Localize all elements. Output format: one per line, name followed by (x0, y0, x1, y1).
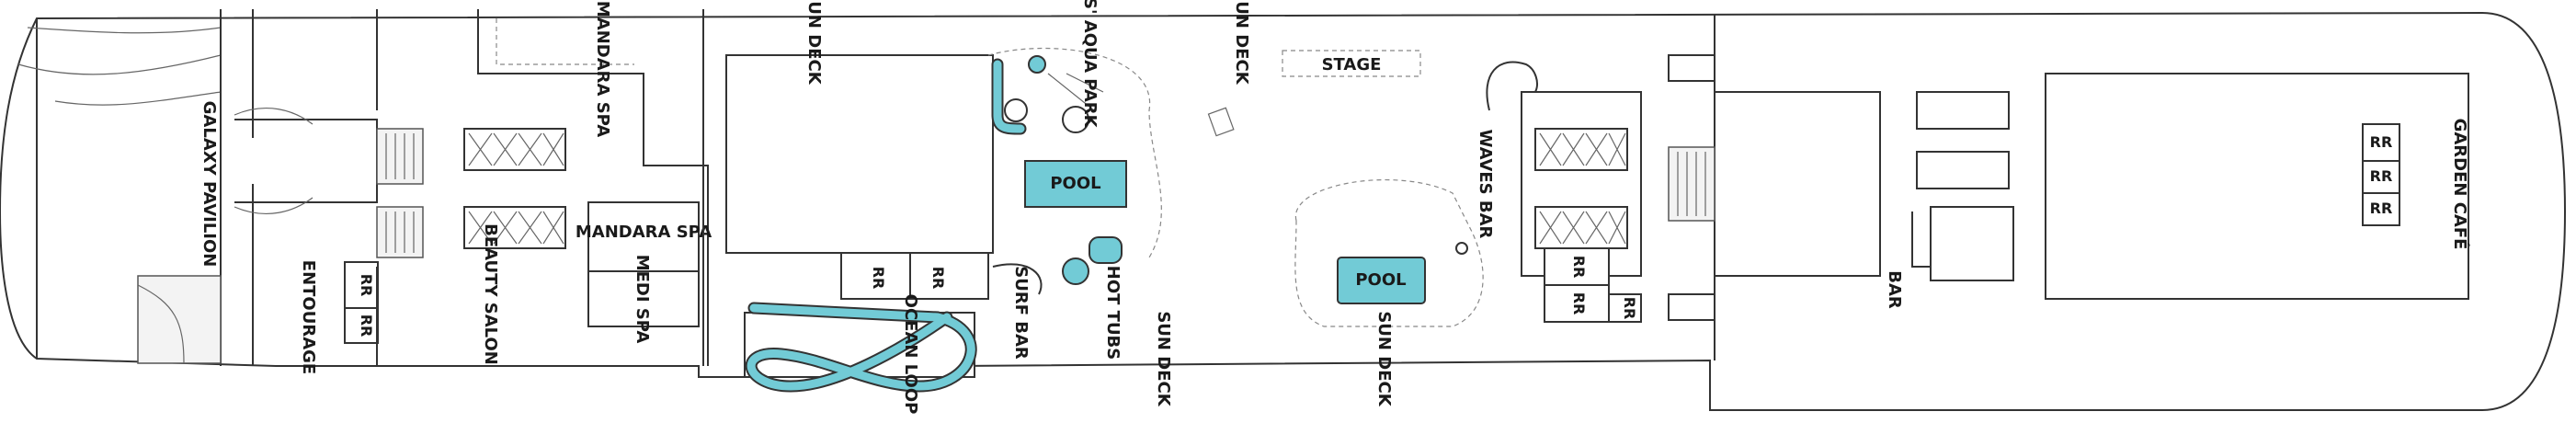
rr-box (1608, 293, 1642, 323)
pool-2-feature (1455, 242, 1468, 255)
ocean-loop-slide (747, 303, 975, 391)
hot-tub (1062, 257, 1089, 285)
elevator-bank (1534, 128, 1628, 171)
rr-label: RR (929, 267, 947, 290)
deck-curve (17, 54, 222, 75)
rr-box (840, 252, 911, 300)
beauty-salon-label: BEAUTY SALON (481, 223, 500, 365)
surf-bar-label: SURF BAR (1011, 266, 1031, 360)
waves-bar-counter (1486, 61, 1538, 111)
garden-cafe-label: GARDEN CAFÉ (2450, 119, 2470, 250)
buffet-station (1916, 151, 2010, 189)
rr-box (2362, 192, 2400, 226)
sun-deck-label-4: SUN DECK (1374, 311, 1394, 406)
entourage-room (137, 275, 222, 364)
galaxy-pavilion-label: GALAXY PAVILION (199, 101, 219, 268)
medi-spa-label: MEDI SPA (633, 255, 652, 344)
pool-1-label: POOL (1050, 174, 1100, 193)
elevator-bank (463, 128, 566, 171)
spa-dashed (496, 18, 634, 65)
hot-tub (1089, 236, 1123, 264)
stairs (1668, 146, 1715, 222)
pool-2-deck (1294, 179, 1484, 327)
rr-label: RR (1570, 292, 1588, 315)
kids-feature (1062, 106, 1089, 133)
ocean-loop-label: OCEAN LOOP (901, 294, 920, 415)
pool-2-label: POOL (1355, 270, 1406, 290)
bar-label: BAR (1885, 270, 1904, 309)
rr-box (1544, 284, 1610, 323)
rr-label: RR (2370, 133, 2393, 151)
bar-counter (1930, 206, 2014, 281)
bar-counter-edge (1911, 212, 1931, 268)
deck-curve (54, 91, 222, 106)
kids-slide (993, 60, 1025, 133)
mandara-spa-box-label: MANDARA SPA (576, 223, 712, 242)
garden-cafe-room (2045, 73, 2469, 300)
mandara-spa-top-label: MANDARA SPA (593, 1, 612, 137)
elevator-crosses (1539, 132, 1626, 245)
aft-stair-hall (1714, 91, 1881, 277)
stairs (376, 206, 424, 258)
stair-curve (234, 108, 313, 125)
rr-label: RR (2370, 167, 2393, 185)
sun-deck-label-2: SUN DECK (1154, 311, 1173, 406)
kids-park-boundary (987, 47, 1162, 258)
waves-bar-label: WAVES BAR (1476, 130, 1495, 239)
kids-splash-pool (1028, 55, 1046, 74)
stage-stairs (1207, 107, 1235, 137)
elevator-crosses (468, 132, 564, 245)
stairs (376, 128, 424, 185)
entourage-label: ENTOURAGE (299, 260, 318, 374)
elevator-bank (463, 206, 566, 249)
buffet-station (1916, 91, 2010, 130)
rr-label: RR (358, 274, 375, 297)
hot-tubs-label: HOT TUBS (1103, 266, 1123, 360)
kids-feature (1004, 98, 1028, 122)
rr-box (2362, 160, 2400, 194)
kids-feature (1047, 73, 1104, 111)
stage-area (1282, 50, 1421, 77)
stair-curve (234, 197, 313, 214)
deck-curve (27, 27, 222, 34)
mandara-spa-box (587, 201, 700, 272)
rr-label: RR (2370, 200, 2393, 217)
spa-wall (477, 9, 709, 366)
sun-deck-label-3: SUN DECK (1232, 0, 1251, 86)
kids-aqua-park-label: KIDS' AQUA PARK (1080, 0, 1100, 129)
rr-box (909, 252, 989, 300)
rr-label: RR (870, 267, 887, 290)
pool-1 (1024, 160, 1127, 208)
rr-label: RR (1570, 256, 1588, 279)
sun-deck-label-1: SUN DECK (804, 0, 824, 86)
hull-outline (0, 11, 2567, 411)
rr-label: RR (358, 314, 375, 337)
rr-box (2362, 123, 2400, 162)
service-box (1668, 54, 1715, 82)
elevator-bank (1534, 206, 1628, 249)
medi-spa-box (587, 270, 700, 327)
stair-curve (137, 284, 185, 364)
rr-label: RR (1621, 297, 1638, 320)
stair-treads (1677, 152, 1706, 216)
pavilion-wall (234, 119, 378, 203)
stair-treads (385, 133, 415, 253)
central-structure (725, 54, 994, 254)
pool-2 (1337, 257, 1426, 304)
stage-label: STAGE (1322, 55, 1382, 74)
service-box (1668, 293, 1715, 321)
surf-bar-counter (992, 263, 1043, 295)
